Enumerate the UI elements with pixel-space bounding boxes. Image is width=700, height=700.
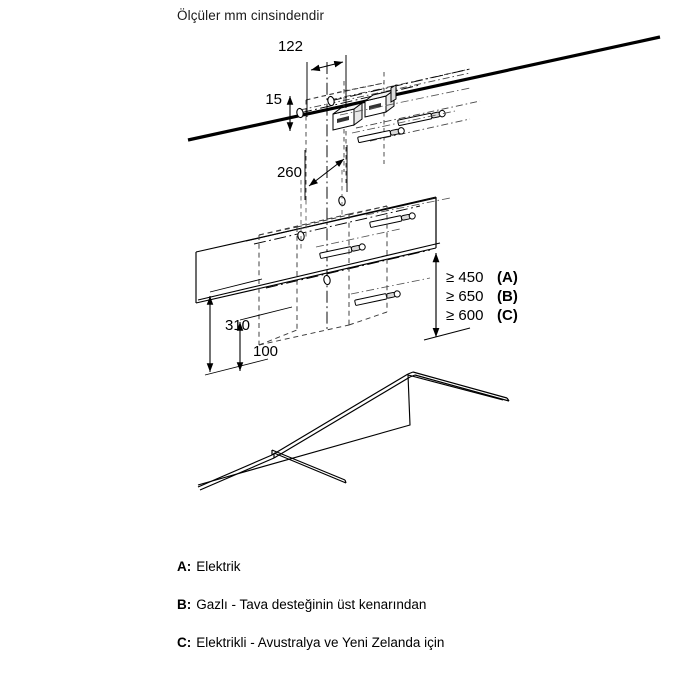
dimension-310-label: 310 (225, 317, 250, 334)
clearance-b-value: ≥ 650 (446, 288, 483, 305)
dimension-122-label: 122 (278, 38, 303, 55)
dimension-15: 15 (265, 91, 294, 131)
legend-key-a: A: (177, 559, 192, 574)
clearance-c-ref: (C) (497, 307, 518, 324)
clearance-a-ref: (A) (497, 269, 518, 286)
legend-text-a: Elektrik (196, 559, 241, 574)
legend-text-c: Elektrikli - Avustralya ve Yeni Zelanda … (196, 635, 445, 651)
dimension-260-label: 260 (277, 164, 302, 181)
dimension-100-label: 100 (253, 343, 278, 360)
upper-chimney-outline (305, 72, 385, 200)
legend-item-b: B: Gazlı - Tava desteğinin üst kenarında… (177, 596, 607, 614)
wall-bracket-lower (332, 102, 363, 131)
clearance-a-value: ≥ 450 (446, 269, 483, 286)
wall-bracket-upper (364, 84, 397, 118)
dimension-260: 260 (277, 145, 348, 200)
dimension-clearance-height: ≥ 450 (A) ≥ 650 (B) ≥ 600 (C) (423, 253, 518, 341)
legend-item-a: A: Elektrik (177, 558, 607, 576)
clearance-c-value: ≥ 600 (446, 307, 483, 324)
cooktop-outline (197, 374, 504, 486)
center-lines (253, 62, 471, 330)
dimension-122: 122 (278, 38, 347, 117)
drill-holes (296, 95, 346, 286)
dimension-15-label: 15 (265, 91, 282, 108)
hood-outline (258, 205, 388, 346)
legend: A: Elektrik B: Gazlı - Tava desteğinin ü… (177, 558, 607, 673)
dimension-100: 100 (236, 306, 293, 371)
screw-axis-lines (315, 87, 471, 295)
hood-projection-lines (300, 170, 343, 250)
legend-key-b: B: (177, 597, 192, 613)
legend-key-c: C: (177, 635, 192, 651)
wall-surface (197, 196, 441, 301)
legend-item-c: C: Elektrikli - Avustralya ve Yeni Zelan… (177, 634, 607, 652)
clearance-b-ref: (B) (497, 288, 518, 305)
cooktop-shape (197, 371, 510, 491)
installation-drawing: 122 15 260 310 100 (187, 35, 661, 491)
screw-set (319, 109, 446, 306)
ceiling-edge (187, 35, 661, 142)
page-title: Ölçüler mm cinsindendir (177, 8, 325, 23)
legend-text-b: Gazlı - Tava desteğinin üst kenarından (196, 597, 427, 613)
soffit-plane (195, 197, 437, 304)
